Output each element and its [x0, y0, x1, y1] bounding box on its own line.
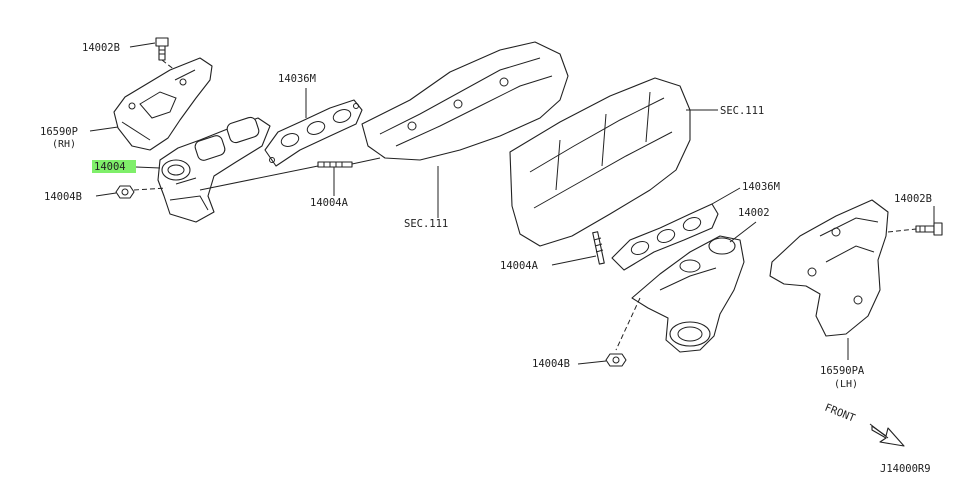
heat-cover-lh[interactable] [769, 199, 889, 337]
label-bolt-rh: 14002B [82, 42, 120, 54]
cylinder-head-lh[interactable] [509, 77, 691, 247]
stud-lh-icon[interactable] [592, 231, 605, 265]
label-nut-rh: 14004B [44, 191, 82, 203]
exhaust-manifold-rh[interactable] [157, 116, 271, 223]
label-gasket-lh: 14036M [742, 181, 780, 193]
label-sec-rh: SEC.111 [404, 218, 448, 230]
stud-rh-icon[interactable] [317, 161, 353, 168]
label-cover-rh-side: (RH) [52, 139, 76, 150]
gasket-rh[interactable] [264, 99, 363, 167]
label-bolt-lh: 14002B [894, 193, 932, 205]
label-manifold-rh[interactable]: 14004 [94, 161, 126, 173]
label-manifold-lh: 14002 [738, 207, 770, 219]
label-gasket-rh: 14036M [278, 73, 316, 85]
front-arrow-icon [869, 423, 905, 447]
nut-lh-icon[interactable] [605, 353, 627, 367]
bolt-lh-icon[interactable] [915, 222, 943, 236]
heat-cover-rh[interactable] [113, 57, 213, 151]
front-label: FRONT [823, 402, 857, 425]
cylinder-head-rh[interactable] [361, 41, 569, 161]
diagram-code: J14000R9 [880, 463, 931, 475]
label-cover-lh: 16590PA [820, 365, 865, 377]
label-stud-rh: 14004A [310, 197, 349, 209]
highlight-box [92, 160, 136, 173]
gasket-lh[interactable] [611, 203, 719, 271]
label-stud-lh: 14004A [500, 260, 539, 272]
bolt-rh-icon[interactable] [155, 37, 169, 61]
label-cover-lh-side: (LH) [834, 379, 858, 390]
exhaust-manifold-lh[interactable] [631, 235, 745, 353]
nut-rh-icon[interactable] [115, 185, 135, 199]
label-cover-rh: 16590P [40, 126, 78, 138]
label-nut-lh: 14004B [532, 358, 570, 370]
label-sec-lh: SEC.111 [720, 105, 764, 117]
